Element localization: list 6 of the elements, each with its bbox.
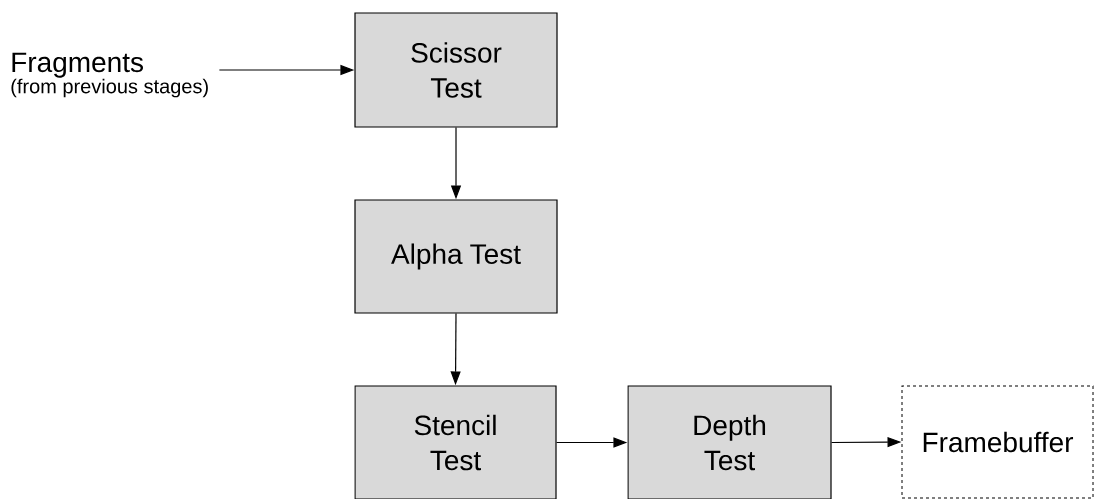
input-label: Fragments (from previous stages) — [11, 52, 208, 98]
process-box: Alpha Test — [354, 199, 558, 314]
output-box: Framebuffer — [901, 385, 1094, 499]
process-box: Scissor Test — [354, 12, 558, 128]
process-box: Depth Test — [627, 385, 832, 499]
process-box: Stencil Test — [354, 385, 557, 499]
